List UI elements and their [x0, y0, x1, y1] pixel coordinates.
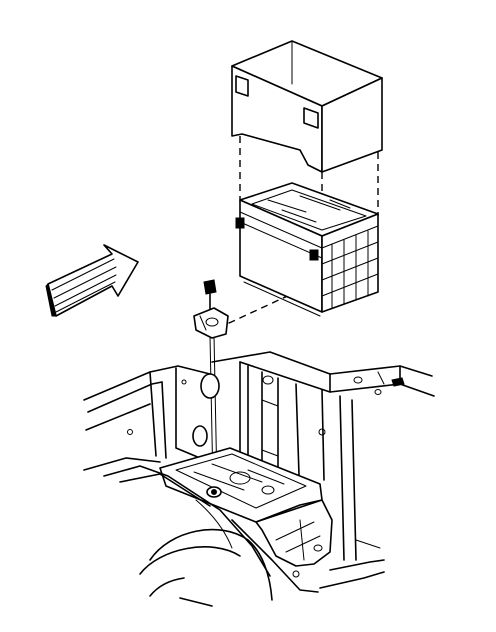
hold-down-retainer: [193, 307, 229, 339]
battery: [235, 182, 379, 317]
view-direction-arrow: [45, 244, 139, 317]
battery-insulator-cover: [231, 40, 383, 173]
vehicle-body-structure: [83, 351, 435, 607]
